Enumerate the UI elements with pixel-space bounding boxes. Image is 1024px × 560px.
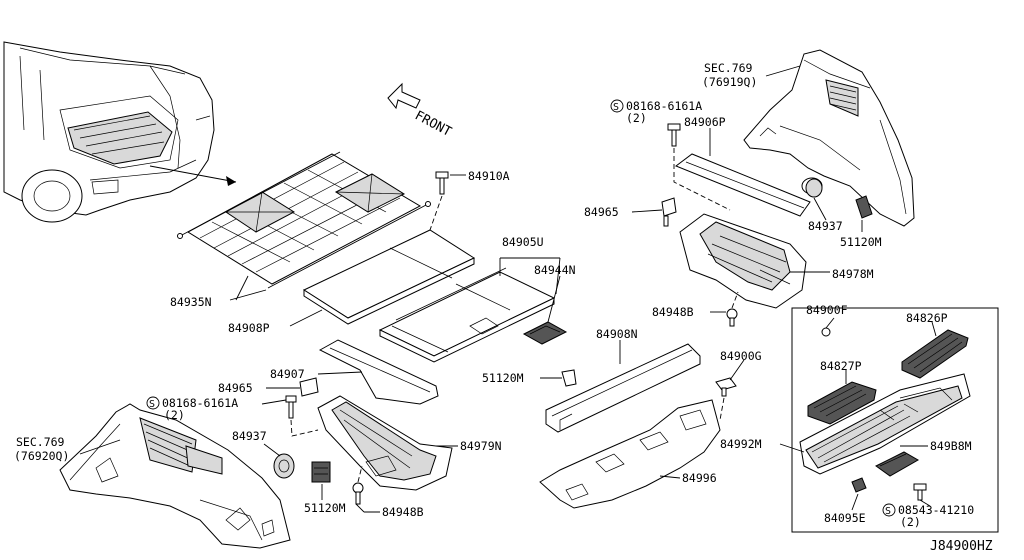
s-symbol-left: S [149, 399, 155, 410]
cover-84907 [317, 339, 439, 405]
label-sec-right: SEC.769 [704, 61, 753, 75]
label-84992M: 84992M [720, 437, 762, 451]
clip-84900G [715, 359, 745, 421]
front-label: FRONT [412, 108, 454, 140]
label-849B8M: 849B8M [930, 439, 972, 453]
clip-84900F [821, 317, 835, 337]
label-84979N: 84979N [460, 439, 502, 453]
trim-84979N [317, 395, 458, 491]
label-screw-right-code: 08168-6161A [626, 99, 702, 113]
screw-bottom-right [913, 483, 931, 507]
label-84905U: 84905U [502, 235, 544, 249]
label-84908N: 84908N [596, 327, 638, 341]
label-84095E: 84095E [824, 511, 866, 525]
label-84907: 84907 [270, 367, 305, 381]
finisher-84906P [674, 128, 811, 217]
s-symbol-br: S [885, 506, 891, 517]
screw-right [667, 123, 731, 211]
label-51120M-left: 51120M [304, 501, 346, 515]
cargo-net-84935N [177, 151, 431, 301]
label-84910A: 84910A [468, 169, 510, 183]
screw-right-label: S 08168-6161A (2) [610, 99, 702, 125]
label-51120M-right: 51120M [840, 235, 882, 249]
label-84978M: 84978M [832, 267, 874, 281]
bolt-84948B-left [352, 465, 380, 513]
plate-84827P [807, 370, 877, 425]
floor-board-84908P [289, 229, 476, 327]
label-screw-left-code: 08168-6161A [162, 396, 238, 410]
label-84996: 84996 [682, 471, 717, 485]
clip-84937-right [805, 178, 827, 221]
clip-84937-left [263, 443, 295, 479]
clip-84965-left [266, 377, 319, 397]
label-84900G: 84900G [720, 349, 762, 363]
screw-br-label: S 08543-41210 (2) [882, 503, 974, 529]
label-84944N: 84944N [534, 263, 576, 277]
vehicle-illustration [3, 41, 237, 223]
label-84908P: 84908P [228, 321, 270, 335]
label-84948B-right: 84948B [652, 305, 694, 319]
label-sec-left: SEC.769 [16, 435, 65, 449]
front-direction-indicator: FRONT [387, 82, 454, 140]
detail-box [791, 307, 999, 533]
floor-mat-84996 [539, 399, 721, 509]
label-84935N: 84935N [170, 295, 212, 309]
clip-block [875, 451, 920, 477]
s-symbol-right: S [613, 102, 619, 113]
labels: 84910A 84935N 84908P 84905U 84944N 84907… [14, 61, 993, 554]
bolt-84948B-right [710, 291, 739, 327]
label-84826P: 84826P [906, 311, 948, 325]
clip-51120M-right [855, 195, 873, 232]
label-84937-left: 84937 [232, 429, 267, 443]
label-84827P: 84827P [820, 359, 862, 373]
label-screw-br-code: 08543-41210 [898, 503, 974, 517]
part-51120M-left [311, 461, 331, 500]
label-84906P: 84906P [684, 115, 726, 129]
tray-84944N [522, 275, 568, 345]
sill-finisher-849B8M [799, 373, 971, 475]
quarter-trim-left [59, 403, 291, 549]
label-51120M-mid: 51120M [482, 371, 524, 385]
label-screw-right-qty: (2) [626, 111, 647, 125]
finisher-84908N [545, 340, 701, 433]
label-84965-right: 84965 [584, 205, 619, 219]
label-sec-right-ref: (76919Q) [702, 75, 757, 89]
label-sec-left-ref: (76920Q) [14, 449, 69, 463]
plate-84826P [901, 321, 969, 379]
label-screw-left-qty: (2) [164, 408, 185, 422]
diagram-id: J84900HZ [930, 539, 993, 554]
trim-84978M [679, 213, 830, 309]
label-84937-right: 84937 [808, 219, 843, 233]
screw-left-label: S 08168-6161A (2) [146, 396, 238, 422]
clip-51120M-mid [540, 369, 577, 387]
label-84948B-left: 84948B [382, 505, 424, 519]
label-84900F: 84900F [806, 303, 848, 317]
label-84965-left: 84965 [218, 381, 253, 395]
screw-left [261, 395, 319, 437]
clip-84095E [851, 477, 867, 511]
clip-84965-right [631, 197, 677, 227]
label-screw-br-qty: (2) [900, 515, 921, 529]
